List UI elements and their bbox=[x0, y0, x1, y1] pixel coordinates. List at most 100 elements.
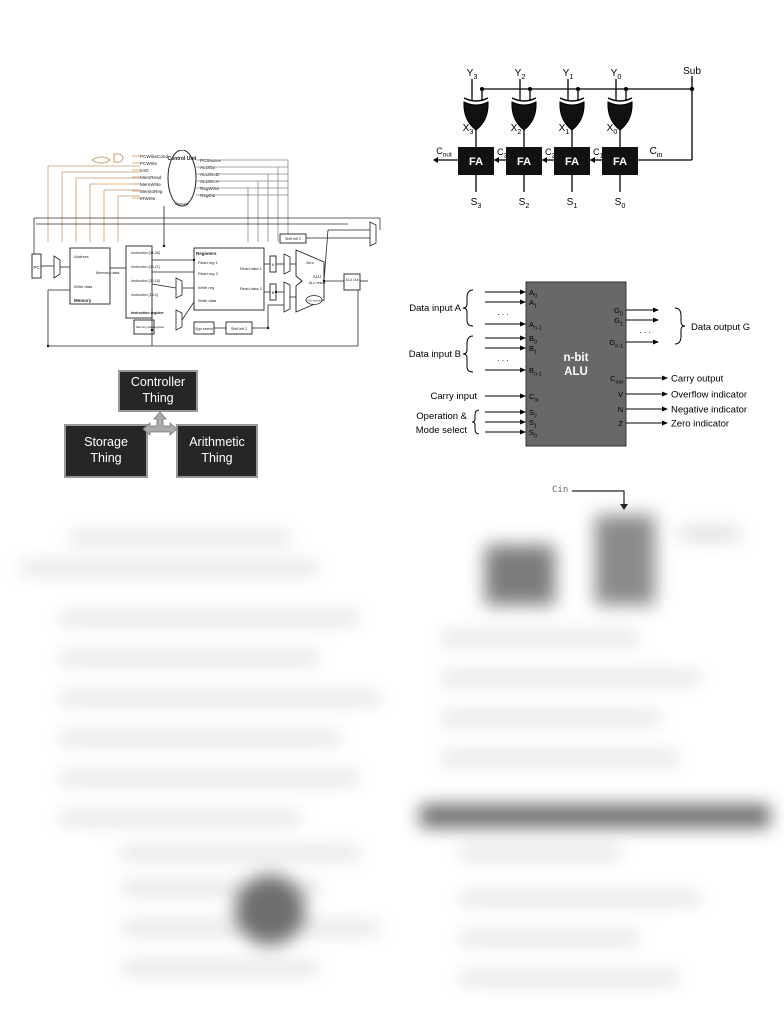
control-signal-label: RegWrite bbox=[200, 186, 220, 191]
xor-gate-back-curve bbox=[511, 97, 537, 102]
pin-g-label: G0 bbox=[614, 306, 623, 317]
wire-junction-dot bbox=[150, 328, 154, 332]
xor-gate-icon bbox=[607, 101, 633, 131]
control-signal-label: ALUSrcB bbox=[200, 172, 219, 177]
memory-port-label: Address bbox=[74, 254, 89, 259]
data-g-brace bbox=[674, 307, 686, 345]
carry-arrow bbox=[542, 157, 547, 163]
full-adder-label: FA bbox=[613, 156, 627, 168]
pin-status-label: Z bbox=[618, 419, 623, 428]
pin-g-label: Gn-1 bbox=[609, 338, 623, 349]
control-signal-label: PCWriteCond bbox=[140, 154, 168, 159]
control-signal-label: MemtoReg bbox=[140, 189, 163, 194]
data-a-input-arrow-head bbox=[520, 299, 526, 305]
multicycle-datapath-diagram: Control UnitOpcodePCWriteCondPCWriteIorD… bbox=[31, 150, 381, 348]
input-x-label: X0 bbox=[607, 123, 618, 136]
sum-label: S0 bbox=[615, 197, 626, 210]
pc-label: PC bbox=[33, 265, 40, 270]
cout-arrow bbox=[433, 157, 438, 163]
alusrcb-mux bbox=[283, 281, 291, 313]
datapath-wire bbox=[323, 229, 329, 282]
data-b-input-arrow-head bbox=[520, 345, 526, 351]
full-adder-box bbox=[458, 147, 494, 175]
wire-junction-dot bbox=[322, 279, 326, 283]
pin-b-label: B0 bbox=[529, 334, 537, 345]
data-g-output-arrow-head bbox=[653, 339, 659, 345]
data-a-input-arrow-head bbox=[520, 289, 526, 295]
memory-data-register-box bbox=[133, 319, 155, 335]
pin-a-label: An-1 bbox=[529, 320, 542, 331]
carry-arrow bbox=[494, 157, 499, 163]
select-label-line-2: Mode select bbox=[416, 425, 468, 436]
shift-left-label: Shift left 2 bbox=[231, 327, 247, 331]
mdr-label: Memory data register bbox=[136, 325, 164, 329]
data-b-input-arrow-head bbox=[520, 367, 526, 373]
wire-junction-dot bbox=[266, 326, 270, 330]
alu-out-box bbox=[343, 273, 361, 291]
status-output-arrow-head bbox=[662, 406, 668, 412]
data-b-ellipsis: . . . bbox=[497, 354, 508, 363]
alu-control-label: ALU control bbox=[307, 299, 321, 303]
instruction-register-box bbox=[125, 245, 153, 319]
alu-result-label: ALU result bbox=[309, 281, 325, 285]
three-way-arrow-icon bbox=[142, 411, 178, 436]
input-y-label: Y0 bbox=[611, 68, 622, 81]
control-signal-label: PCWrite bbox=[140, 161, 157, 166]
pcsource-mux bbox=[369, 221, 377, 247]
select-brace bbox=[471, 409, 480, 435]
xor-gate-icon bbox=[511, 101, 537, 131]
alusrca-mux bbox=[283, 253, 291, 275]
sign-extend-label: Sign extend bbox=[195, 327, 213, 331]
alu-title-line-2: ALU bbox=[564, 366, 588, 378]
full-adder-label: FA bbox=[565, 156, 579, 168]
data-g-output-arrow-head bbox=[653, 317, 659, 323]
controller-thing-box: Controller Thing bbox=[118, 370, 198, 412]
and-gate-icon bbox=[113, 153, 124, 163]
control-signal-label: RegDst bbox=[200, 193, 216, 198]
carry-input-arrow-head bbox=[520, 393, 526, 399]
data-b-brace bbox=[462, 335, 474, 373]
datapath-wire bbox=[151, 283, 177, 289]
instruction-field-label: Instruction [15-0] bbox=[131, 293, 158, 297]
cin-label: Cin bbox=[650, 146, 663, 159]
instruction-register-label: Instruction register bbox=[131, 311, 164, 315]
select-input-arrow-head bbox=[520, 429, 526, 435]
xor-gate-back-curve bbox=[607, 97, 633, 102]
regdst-mux bbox=[175, 277, 183, 299]
memory-port-label: Write data bbox=[74, 284, 93, 289]
pin-s-label: S1 bbox=[529, 418, 537, 429]
bottom-cin-label: Cin bbox=[552, 485, 569, 495]
data-b-input-arrow-head bbox=[520, 335, 526, 341]
opcode-label: Opcode bbox=[175, 201, 190, 206]
pin-g-label: G1 bbox=[614, 316, 623, 327]
memory-label: Memory bbox=[74, 298, 92, 303]
memtoreg-mux bbox=[175, 309, 183, 331]
data-a-input-arrow-head bbox=[520, 321, 526, 327]
status-output-arrow-head bbox=[662, 420, 668, 426]
pin-status-label: N bbox=[618, 405, 623, 414]
status-output-arrow-head bbox=[662, 375, 668, 381]
data-g-label: Data output G bbox=[691, 322, 750, 333]
xor-gate-icon bbox=[559, 101, 585, 131]
xor-gate-back-curve bbox=[463, 97, 489, 102]
address-mux bbox=[53, 255, 61, 279]
full-adder-box bbox=[602, 147, 638, 175]
register-port-label: Read reg 2 bbox=[198, 271, 219, 276]
registers-label: Registers bbox=[196, 251, 217, 256]
data-a-brace bbox=[462, 289, 474, 327]
carry-label: C1 bbox=[593, 147, 604, 160]
datapath-wire bbox=[181, 301, 195, 321]
pin-status-label: V bbox=[618, 390, 623, 399]
register-port-label: Read data 2 bbox=[240, 286, 263, 291]
select-input-arrow-head bbox=[520, 409, 526, 415]
storage-thing-box: Storage Thing bbox=[64, 424, 148, 478]
memory-box bbox=[69, 247, 111, 305]
status-output-label: Overflow indicator bbox=[671, 390, 747, 401]
data-b-label: Data input B bbox=[409, 349, 461, 360]
status-output-label: Negative indicator bbox=[671, 405, 747, 416]
control-signal-label: ALUSrcA bbox=[200, 179, 220, 184]
data-a-ellipsis: . . . bbox=[497, 308, 508, 317]
register-a-label: A bbox=[272, 262, 275, 267]
sub-junction-dot bbox=[689, 86, 695, 92]
